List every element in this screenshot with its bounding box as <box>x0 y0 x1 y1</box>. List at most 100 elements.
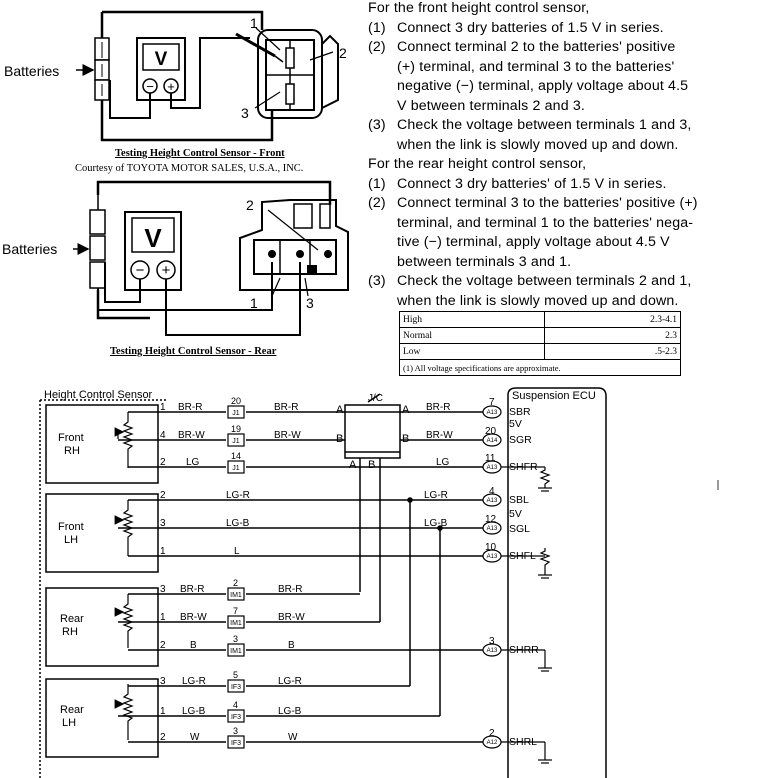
svg-text:LG: LG <box>436 457 450 468</box>
svg-text:7: 7 <box>489 397 495 408</box>
table-note: (1) All voltage specifications are appro… <box>399 359 681 376</box>
svg-text:W: W <box>190 732 200 743</box>
svg-text:A13: A13 <box>487 554 498 560</box>
svg-text:IF3: IF3 <box>231 714 241 721</box>
svg-text:19: 19 <box>231 424 241 434</box>
front-plus-terminal: + <box>167 79 175 94</box>
rear-step-1: (1)Connect 3 dry batteries' of 1.5 V in … <box>368 175 667 192</box>
svg-text:7: 7 <box>233 606 238 616</box>
svg-text:J1: J1 <box>232 465 240 472</box>
svg-text:A13: A13 <box>487 465 498 471</box>
svg-text:LG-B: LG-B <box>278 706 302 717</box>
front-minus-terminal: − <box>146 79 154 94</box>
rear-rh-name-2: RH <box>62 626 78 638</box>
rear-voltmeter <box>124 211 182 291</box>
front-rh-wires <box>118 411 485 622</box>
sensor-pin-numbers: 1 4 2 2 3 1 3 1 2 3 1 2 <box>160 402 166 743</box>
rear-plus-terminal: + <box>162 262 171 279</box>
svg-text:2: 2 <box>160 457 166 468</box>
svg-text:5V: 5V <box>509 418 522 430</box>
front-rh-name-1: Front <box>58 432 84 444</box>
svg-text:BR-W: BR-W <box>426 430 453 441</box>
table-note-row: (1) All voltage specifications are appro… <box>399 359 681 376</box>
svg-text:J1: J1 <box>232 410 240 417</box>
svg-text:LG-B: LG-B <box>182 706 206 717</box>
svg-text:10: 10 <box>485 542 497 553</box>
svg-text:BR-W: BR-W <box>274 430 301 441</box>
svg-text:14: 14 <box>231 451 241 461</box>
jc-pin-a-bottom: A <box>349 459 357 471</box>
rear-rh-sensor-box <box>45 587 159 667</box>
svg-text:20: 20 <box>485 426 497 437</box>
front-heading: For the front height control sensor, <box>368 0 590 16</box>
svg-text:SHFL: SHFL <box>509 550 536 562</box>
rear-rh-name-1: Rear <box>60 613 84 625</box>
svg-text:3: 3 <box>160 676 166 687</box>
svg-text:IM1: IM1 <box>230 592 242 599</box>
svg-text:LG-R: LG-R <box>182 676 206 687</box>
svg-text:BR-R: BR-R <box>278 584 302 595</box>
rear-step-3: (3)Check the voltage between terminals 2… <box>368 273 692 309</box>
svg-text:LG-B: LG-B <box>424 518 448 529</box>
svg-text:BR-W: BR-W <box>180 612 207 623</box>
rear-heading: For the rear height control sensor, <box>368 156 587 172</box>
front-batteries <box>94 37 110 101</box>
front-rh-sensor-box <box>45 404 159 484</box>
svg-text:A13: A13 <box>487 410 498 416</box>
front-terminal-3-label: 3 <box>241 105 249 121</box>
rear-minus-terminal: − <box>136 262 145 279</box>
svg-text:SBR: SBR <box>509 406 531 418</box>
sensor-resistors <box>114 412 134 740</box>
ecu-pin-numbers: 7 20 11 4 12 10 3 2 <box>485 397 497 739</box>
rear-step-2: (2)Connect terminal 3 to the batteries' … <box>368 195 698 270</box>
svg-text:BR-R: BR-R <box>426 402 450 413</box>
svg-text:SHRR: SHRR <box>509 644 539 656</box>
ecu-label: Suspension ECU <box>512 390 596 402</box>
svg-text:20: 20 <box>231 396 241 406</box>
rear-figure-caption: Testing Height Control Sensor - Rear <box>110 346 277 357</box>
front-figure-caption: Testing Height Control Sensor - Front <box>115 148 285 159</box>
jc-pin-a-left: A <box>336 404 344 416</box>
ecu-pin-connectors <box>482 405 502 749</box>
courtesy-line: Courtesy of TOYOTA MOTOR SALES, U.S.A., … <box>75 163 304 174</box>
svg-text:W: W <box>288 732 298 743</box>
rear-batteries-label: Batteries <box>2 241 57 257</box>
svg-text:SHRL: SHRL <box>509 736 537 748</box>
svg-text:LG-R: LG-R <box>226 490 250 501</box>
svg-text:4: 4 <box>233 700 238 710</box>
rear-meter-label: V <box>144 223 162 253</box>
rear-lh-name-2: LH <box>62 717 76 729</box>
connector-names: J1 J1 J1 IM1 IM1 IM1 IF3 IF3 IF3 <box>230 410 242 747</box>
jc-pin-b-left: B <box>336 433 343 445</box>
jc-pin-b-bottom: B <box>368 459 375 471</box>
rear-lh-wires <box>118 685 485 743</box>
svg-text:2: 2 <box>160 490 166 501</box>
svg-text:5: 5 <box>233 670 238 680</box>
rear-test-figure <box>73 180 349 336</box>
rear-terminal-1-label: 1 <box>250 295 258 311</box>
svg-text:A14: A14 <box>487 438 498 444</box>
junction-connector-box <box>344 404 401 459</box>
jc-label: J/C <box>368 393 383 404</box>
front-lh-sensor-box <box>45 493 159 573</box>
front-meter-label: V <box>155 49 168 70</box>
front-terminal-1-label: 1 <box>250 15 258 31</box>
svg-text:A13: A13 <box>487 648 498 654</box>
rear-lh-name-1: Rear <box>60 704 84 716</box>
wire-labels-right: BR-R BR-W BR-R BR-W LG LG-R LG-B BR-R BR… <box>274 402 453 743</box>
front-lh-name-1: Front <box>58 521 84 533</box>
table-row: Low.5-2.3 <box>399 343 682 360</box>
svg-text:2: 2 <box>233 578 238 588</box>
svg-text:2: 2 <box>489 728 495 739</box>
ecu-box <box>507 387 607 778</box>
wire-labels-left: BR-R BR-W LG LG-R LG-B L BR-R BR-W B LG-… <box>178 402 250 743</box>
svg-text:3: 3 <box>160 584 166 595</box>
svg-text:3: 3 <box>233 634 238 644</box>
front-rh-name-2: RH <box>64 445 80 457</box>
inline-connectors <box>227 405 245 749</box>
svg-text:SGR: SGR <box>509 434 532 446</box>
svg-text:1: 1 <box>160 706 166 717</box>
rear-batteries <box>89 195 106 289</box>
connector-labels: 20 19 14 2 7 3 5 4 3 <box>231 396 241 736</box>
